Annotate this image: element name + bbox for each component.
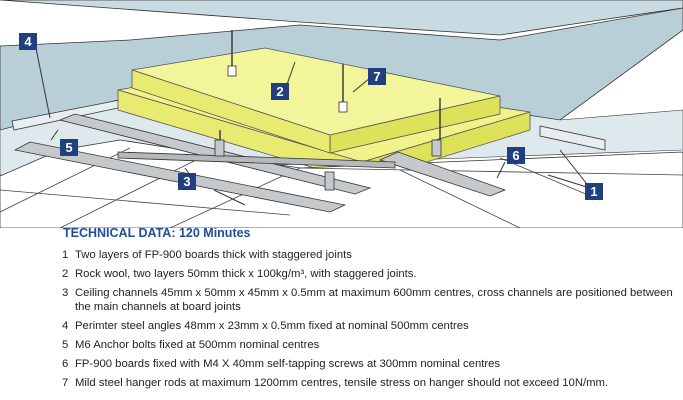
anchor-bolt xyxy=(227,65,237,77)
callout-2: 2 xyxy=(271,83,289,100)
svg-text:3: 3 xyxy=(183,174,190,189)
rock-wool-upper-front xyxy=(131,69,331,154)
svg-text:7: 7 xyxy=(373,69,380,84)
svg-text:6: 6 xyxy=(512,148,519,163)
spec-text: Two layers of FP-900 boards thick with s… xyxy=(75,249,352,261)
anchor-bolt xyxy=(338,101,348,113)
svg-text:5: 5 xyxy=(65,140,72,155)
spec-item-2: 2 Rock wool, two layers 50mm thick x 100… xyxy=(62,267,682,281)
callout-1: 1 xyxy=(585,183,603,200)
spec-item-5: 5 M6 Anchor bolts fixed at 500mm nominal… xyxy=(62,338,682,352)
svg-text:2: 2 xyxy=(276,84,283,99)
spec-text: Perimter steel angles 48mm x 23mm x 0.5m… xyxy=(75,320,469,332)
callout-7: 7 xyxy=(368,68,386,85)
technical-data-list: 1 Two layers of FP-900 boards thick with… xyxy=(62,248,682,395)
concrete-soffit xyxy=(0,0,683,36)
spec-number: 6 xyxy=(62,358,69,370)
spec-text: M6 Anchor bolts fixed at 500mm nominal c… xyxy=(75,339,320,351)
perimeter-angle-right xyxy=(539,125,606,151)
spec-number: 7 xyxy=(62,377,69,389)
leader-lines xyxy=(35,47,591,206)
spec-number: 3 xyxy=(62,287,69,299)
svg-text:1: 1 xyxy=(590,184,597,199)
ceiling-system-diagram: 4 5 2 7 3 6 1 xyxy=(0,0,683,228)
spec-number: 5 xyxy=(62,339,69,351)
spec-number: 4 xyxy=(62,320,69,332)
spec-text: Ceiling channels 45mm x 50mm x 45mm x 0.… xyxy=(75,287,673,313)
callout-6: 6 xyxy=(507,147,525,164)
svg-text:4: 4 xyxy=(24,34,32,49)
spec-number: 2 xyxy=(62,268,69,280)
callout-4: 4 xyxy=(19,33,37,50)
spec-item-3: 3 Ceiling channels 45mm x 50mm x 45mm x … xyxy=(62,286,682,314)
spec-text: FP-900 boards fixed with M4 X 40mm self-… xyxy=(75,358,501,370)
spec-text: Mild steel hanger rods at maximum 1200mm… xyxy=(75,377,609,389)
callout-5: 5 xyxy=(60,139,78,156)
spec-number: 1 xyxy=(62,249,69,261)
spec-item-4: 4 Perimter steel angles 48mm x 23mm x 0.… xyxy=(62,319,682,333)
callout-3: 3 xyxy=(178,173,196,190)
spec-text: Rock wool, two layers 50mm thick x 100kg… xyxy=(75,268,417,280)
spec-item-1: 1 Two layers of FP-900 boards thick with… xyxy=(62,248,682,262)
spec-item-6: 6 FP-900 boards fixed with M4 X 40mm sel… xyxy=(62,357,682,371)
spec-item-7: 7 Mild steel hanger rods at maximum 1200… xyxy=(62,376,682,390)
technical-data-title: TECHNICAL DATA: 120 Minutes xyxy=(63,226,251,240)
